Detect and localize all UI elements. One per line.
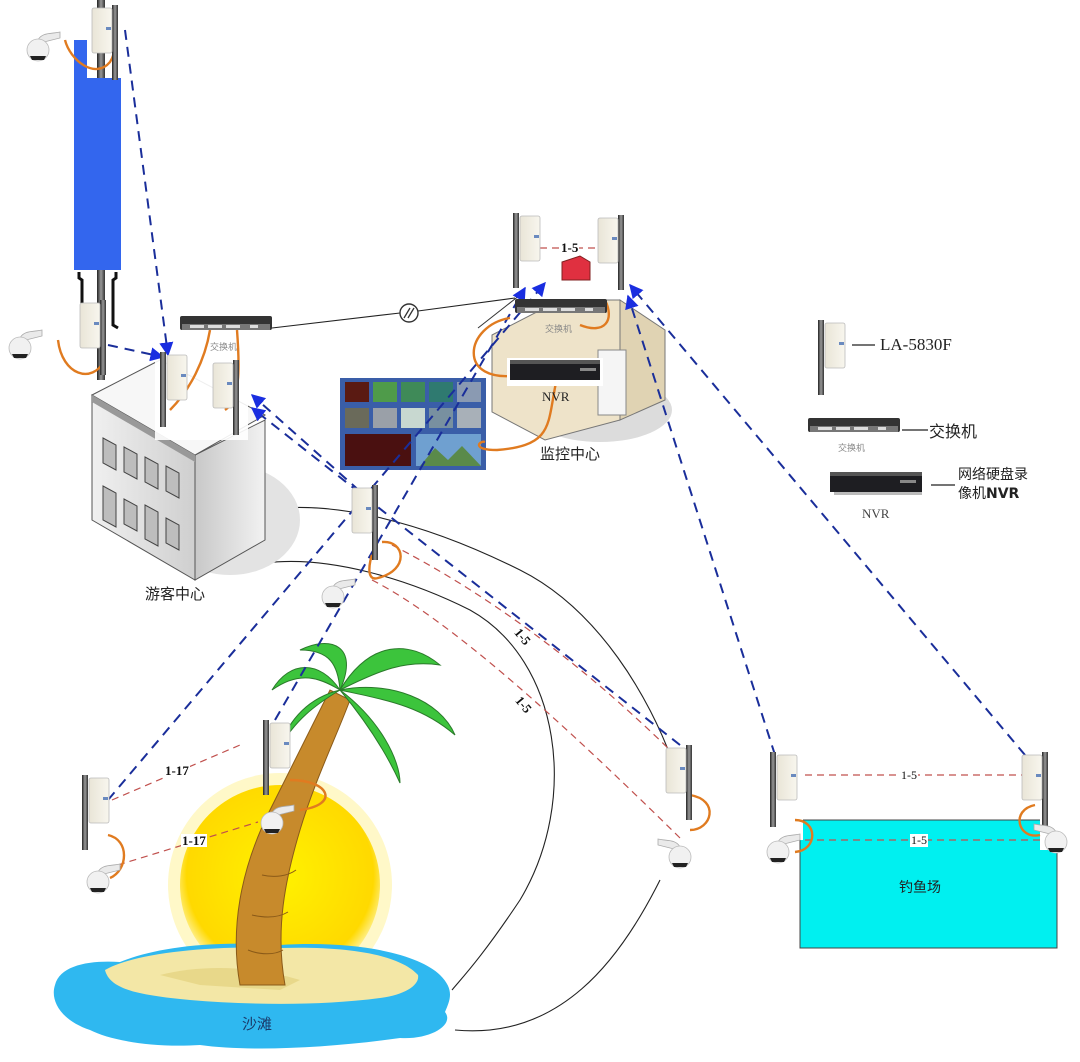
wireless-bridge-icon — [160, 352, 188, 427]
legend-label-nvr: 网络硬盘录 像机NVR — [958, 466, 1028, 504]
wireless-bridge-icon — [82, 775, 110, 850]
wireless-link-diag-to-visitor — [250, 394, 373, 503]
nvr-caption-monitor: NVR — [542, 389, 570, 404]
wireless-link-tower-top — [124, 29, 174, 357]
wireless-link-pond-right-to-monitor — [629, 283, 1026, 756]
nvr-recorder-legend — [830, 472, 922, 495]
wireless-bridge-icon — [665, 745, 692, 820]
ptz-camera-icon — [86, 863, 121, 894]
wireless-link-beach-mid-to-monitor — [274, 286, 526, 721]
ptz-camera-icon — [657, 838, 692, 869]
legend-leaders — [852, 344, 955, 486]
wireless-link-beach-left-to-monitor — [107, 281, 546, 801]
network-switch-visitor — [180, 316, 272, 330]
wireless-bridge-icon — [1021, 752, 1048, 827]
link-label-pond-upper: 1-5 — [900, 768, 918, 782]
wireless-bridge-icon — [818, 320, 846, 395]
legend-label-nvr-line2-bold: NVR — [986, 486, 1020, 502]
fiber-converter-icon — [399, 303, 419, 323]
wireless-link-pond-right-to-visitor — [250, 407, 681, 746]
wireless-link-tower-bottom — [107, 344, 165, 362]
link-label-pond-lower: 1-5 — [910, 833, 928, 847]
wireless-bridge-icon — [351, 485, 378, 560]
link-label-monitor-pair: 1-5 — [560, 240, 580, 255]
site-label-fishing-pond: 钓鱼场 — [899, 880, 941, 896]
network-switch-legend — [808, 418, 900, 432]
legend-label-nvr-line2-prefix: 像机 — [958, 486, 986, 502]
bridge-pair-link-diag-lower — [371, 579, 681, 839]
wireless-bridge-icon — [513, 213, 541, 288]
tower-structure — [74, 0, 121, 380]
legend-label-nvr-line1: 网络硬盘录 — [958, 467, 1028, 483]
ptz-cameras — [8, 31, 1068, 894]
bridge-pair-link-diag-upper — [391, 544, 681, 761]
visitor-center-building — [90, 355, 300, 581]
legend-label-switch: 交换机 — [929, 422, 978, 441]
beach-scene — [53, 643, 456, 1049]
site-label-monitor-center: 监控中心 — [540, 445, 601, 463]
ptz-camera-icon — [26, 31, 61, 62]
ptz-camera-icon — [766, 833, 801, 864]
wireless-bridge-icon — [597, 215, 624, 290]
site-label-beach: 沙滩 — [242, 1015, 273, 1033]
legend-caption-nvr: NVR — [862, 506, 890, 521]
ptz-camera-icon — [1033, 823, 1068, 854]
wireless-bridge-icon — [79, 300, 106, 375]
video-wall-display — [340, 378, 486, 470]
legend-label-bridge: LA-5830F — [880, 335, 952, 354]
wired-link-beach-to-camera — [454, 879, 661, 1032]
ptz-camera-icon — [8, 329, 43, 360]
wireless-bridge-icon — [770, 752, 798, 827]
fishing-pond — [785, 810, 1070, 949]
legend-label-nvr-line2: 像机NVR — [958, 485, 1028, 504]
wireless-bridge-icon — [91, 5, 118, 80]
wired-link-fiber-to-monitor — [417, 297, 516, 312]
wired-link-visitor-to-diag — [264, 506, 673, 761]
wireless-bridge-icon — [212, 360, 239, 435]
link-label-beach-upper: 1-17 — [164, 763, 190, 778]
wired-link-switch-to-monitor — [271, 312, 401, 329]
wireless-links — [107, 29, 1026, 801]
wireless-link-pond-left-to-monitor — [625, 294, 776, 756]
switch-caption-monitor: 交换机 — [545, 325, 573, 335]
site-label-visitor-center: 游客中心 — [145, 585, 206, 603]
ptz-camera-icon — [260, 804, 295, 835]
wireless-bridges — [79, 5, 1048, 850]
link-label-beach-lower: 1-17 — [181, 833, 207, 848]
wireless-bridge-icon — [263, 720, 291, 795]
network-switch-monitor — [515, 299, 607, 313]
nvr-recorder-monitor — [507, 358, 603, 386]
ptz-camera-icon — [321, 578, 356, 609]
legend-caption-switch: 交换机 — [838, 444, 866, 454]
switch-caption-visitor: 交换机 — [210, 343, 238, 353]
